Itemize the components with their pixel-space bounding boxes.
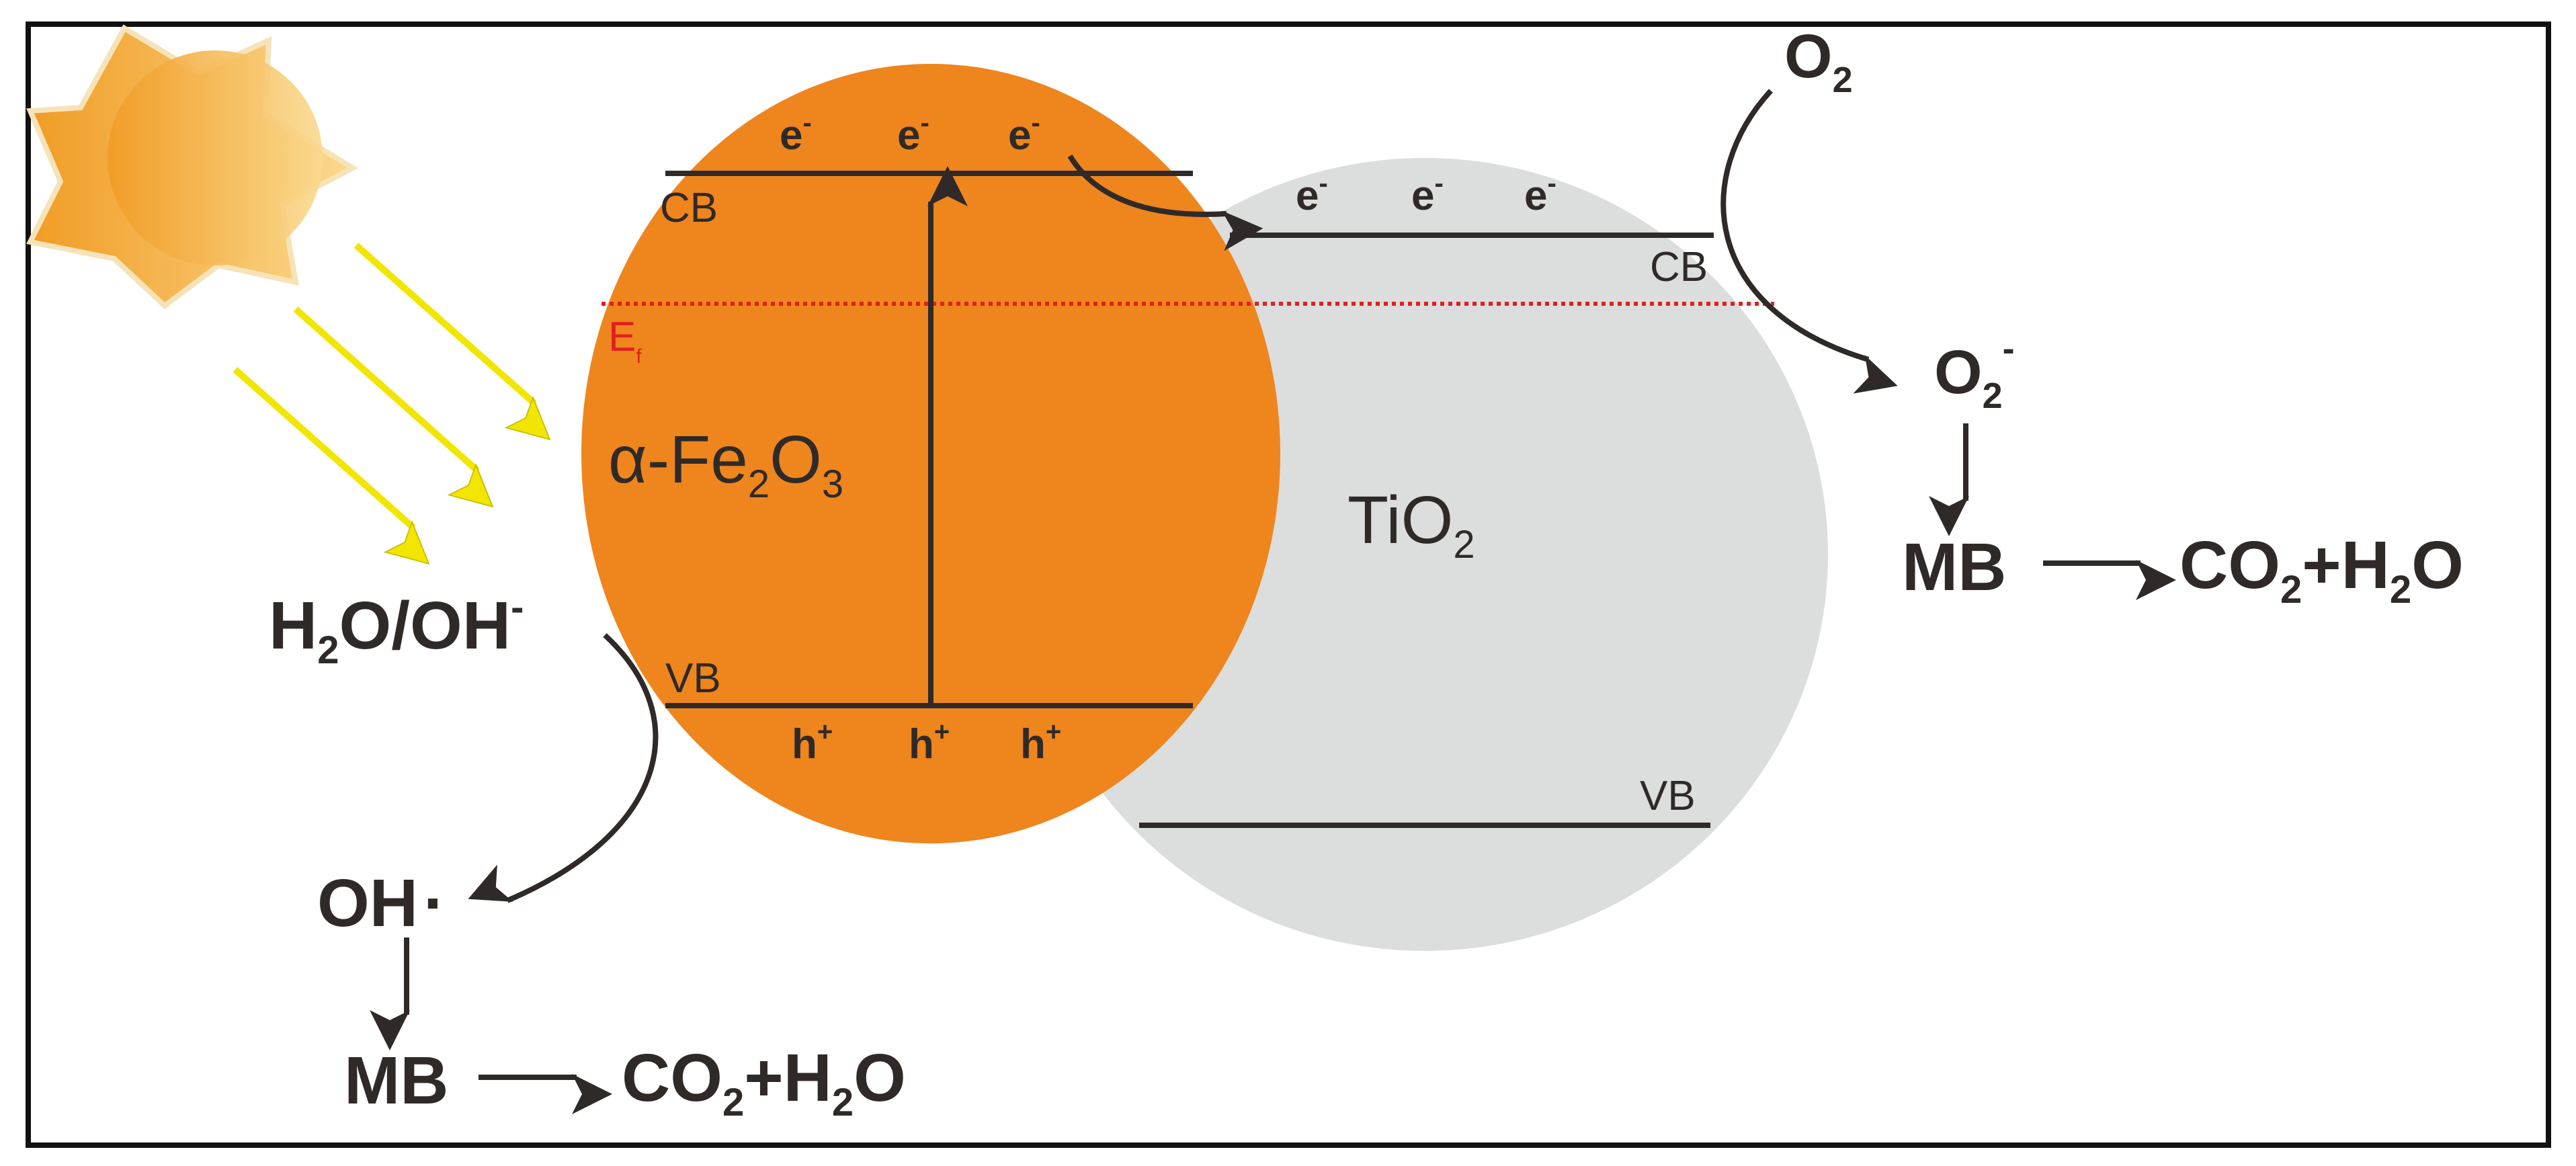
- left-reaction: MB: [344, 1043, 449, 1118]
- sun-icon: [26, 24, 359, 310]
- light-rays: [233, 243, 551, 565]
- tio2-electron: e-: [1524, 169, 1556, 219]
- o2-label: O2: [1784, 22, 1853, 100]
- light-ray: [293, 306, 494, 508]
- fe2o3-cb-label: CB: [660, 185, 718, 231]
- fe2o3-electron: e-: [1008, 108, 1040, 159]
- tio2-vb-label: VB: [1640, 773, 1696, 819]
- tio2-cb-label: CB: [1650, 244, 1708, 290]
- fe2o3-hole: h+: [1020, 717, 1061, 767]
- right-reaction: MB: [1902, 530, 2007, 605]
- right-products: CO2+H2O: [2179, 528, 2464, 612]
- fe2o3-vb-label: VB: [665, 655, 721, 702]
- o2-radical-label: O2-: [1934, 329, 2015, 416]
- h2o-oxidation-arrow: [468, 633, 659, 903]
- light-ray: [233, 367, 430, 565]
- fe2o3-label: α-Fe2O3: [608, 422, 843, 506]
- fe2o3-hole: h+: [909, 717, 950, 767]
- h2o-oh-label: H2O/OH-: [269, 585, 524, 672]
- o2-reduction-arrow: [1720, 89, 1898, 394]
- electron-transfer-arrow: [1067, 154, 1263, 251]
- tio2-electron: e-: [1411, 169, 1444, 219]
- oh-radical-label: OH·: [317, 866, 446, 941]
- fermi-label: Ef: [608, 314, 642, 368]
- fe2o3-electron: e-: [897, 108, 929, 159]
- fe2o3-electron: e-: [780, 108, 812, 159]
- fe2o3-hole: h+: [792, 717, 833, 767]
- tio2-electron: e-: [1296, 169, 1328, 219]
- light-ray: [354, 243, 551, 441]
- tio2-label: TiO2: [1347, 483, 1475, 567]
- left-products: CO2+H2O: [622, 1040, 906, 1124]
